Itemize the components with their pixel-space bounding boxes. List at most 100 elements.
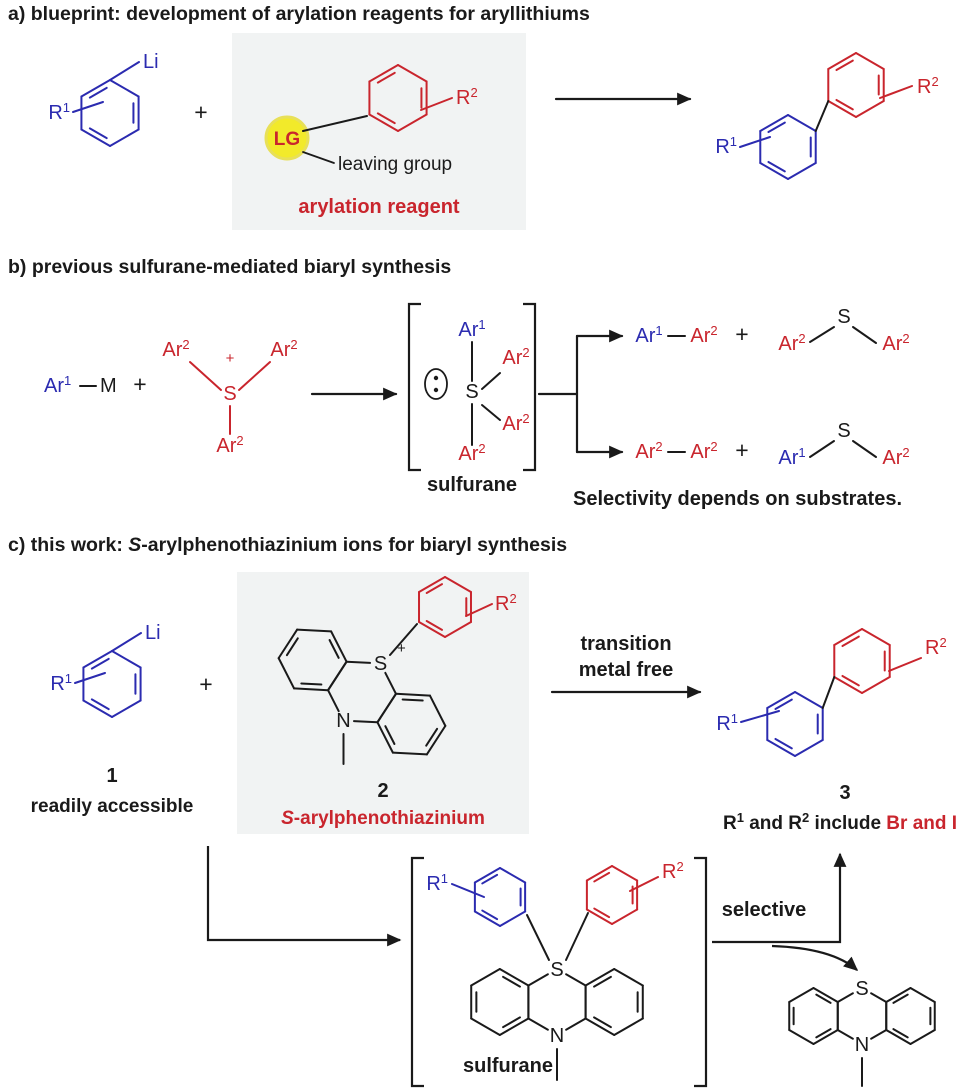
ar1-label: Ar1 bbox=[778, 445, 805, 469]
plus-sign: + bbox=[133, 371, 146, 397]
bond bbox=[852, 326, 877, 344]
sulfur-label: S bbox=[855, 978, 868, 1000]
section-c-title: c) this work: S-arylphenothiazinium ions… bbox=[8, 534, 567, 556]
ar2-label: Ar2 bbox=[502, 345, 529, 369]
phenothiazinium-right-benzo-ring bbox=[376, 692, 447, 756]
sulfurane-red-aryl-ring bbox=[585, 865, 639, 925]
bond bbox=[481, 404, 501, 421]
lg-pointer-line bbox=[302, 151, 335, 164]
compound-2-box bbox=[237, 572, 529, 834]
ar2-label: Ar2 bbox=[690, 323, 717, 347]
nitrogen-label: N bbox=[550, 1025, 564, 1047]
product-red-ring bbox=[827, 52, 885, 118]
compound-2-number: 2 bbox=[377, 780, 388, 802]
sulfurane-right-benzo-ring bbox=[584, 968, 644, 1036]
leaving-group-text: leaving group bbox=[338, 154, 452, 175]
li-bond bbox=[111, 632, 142, 652]
r1-bond bbox=[451, 883, 485, 898]
product-r1-bond bbox=[740, 710, 780, 723]
compound-1-caption: readily accessible bbox=[31, 796, 194, 817]
ar2-label: Ar2 bbox=[458, 441, 485, 465]
byproduct-central-ring bbox=[836, 992, 888, 1040]
li-label: Li bbox=[145, 622, 161, 644]
product-r1-label: R1 bbox=[716, 711, 738, 735]
r2-bond bbox=[420, 97, 453, 111]
right-bracket bbox=[694, 856, 708, 1088]
s-aryl-red-ring bbox=[418, 576, 472, 638]
li-label: Li bbox=[143, 51, 159, 73]
lg-ring-bond bbox=[302, 115, 368, 132]
arrow-condition-line1: transition bbox=[580, 633, 671, 655]
leaving-group-circle bbox=[264, 115, 310, 161]
ar2-label: Ar2 bbox=[502, 411, 529, 435]
bond bbox=[238, 361, 271, 391]
aryllithium-ring bbox=[80, 79, 140, 147]
biaryl-bond bbox=[821, 676, 836, 709]
selective-arrow bbox=[712, 852, 847, 944]
ar2-label: Ar2 bbox=[882, 445, 909, 469]
arylation-reagent-caption: arylation reagent bbox=[298, 196, 460, 218]
r2-label: R2 bbox=[456, 85, 478, 109]
compound-2-caption: S-arylphenothiazinium bbox=[281, 808, 485, 829]
product-r2-label: R2 bbox=[925, 635, 947, 659]
r1-bond bbox=[74, 672, 106, 684]
sulfurane-blue-aryl-ring bbox=[473, 867, 527, 927]
plus-sign: + bbox=[199, 671, 212, 697]
s-aryl-bond bbox=[526, 914, 550, 961]
bond bbox=[189, 361, 222, 391]
sulfurane-caption: sulfurane bbox=[463, 1055, 553, 1077]
r2-bond bbox=[465, 603, 493, 617]
ar2-label: Ar2 bbox=[635, 439, 662, 463]
nitrogen-label: N bbox=[336, 710, 350, 732]
r1-bond bbox=[72, 101, 104, 113]
bond bbox=[481, 372, 501, 390]
selectivity-note: Selectivity depends on substrates. bbox=[573, 488, 902, 510]
compound-1-number: 1 bbox=[106, 765, 117, 787]
product-r2-bond bbox=[888, 657, 922, 672]
sulfur-label: S bbox=[837, 306, 850, 328]
ar2-label: Ar2 bbox=[882, 331, 909, 355]
section-b-title: b) previous sulfurane-mediated biaryl sy… bbox=[8, 256, 451, 278]
lone-pair-dot bbox=[433, 387, 439, 393]
nitrogen-label: N bbox=[855, 1034, 869, 1056]
selective-label: selective bbox=[722, 899, 807, 921]
left-bracket bbox=[410, 856, 424, 1088]
product-r1-label: R1 bbox=[715, 134, 737, 158]
ar2-label: Ar2 bbox=[216, 433, 243, 457]
plus-sign: + bbox=[194, 99, 207, 125]
plus-sign: + bbox=[735, 437, 748, 463]
ar1-label: Ar1 bbox=[458, 317, 485, 341]
ar1-label: Ar1 bbox=[635, 323, 662, 347]
sulfurane-caption: sulfurane bbox=[427, 474, 517, 496]
product-blue-ring bbox=[766, 691, 824, 757]
sulfur-label: S bbox=[550, 959, 563, 981]
bond bbox=[809, 326, 835, 343]
phenothiazinium-central-ring bbox=[327, 660, 397, 724]
ar2-label: Ar2 bbox=[690, 439, 717, 463]
bent-arrow bbox=[206, 846, 402, 947]
sulfur-label: S bbox=[837, 420, 850, 442]
sulfurane-left-benzo-ring bbox=[470, 968, 530, 1036]
r1-label: R1 bbox=[48, 100, 70, 124]
lone-pair-dot bbox=[433, 375, 439, 381]
lone-pair-ellipse bbox=[424, 368, 448, 400]
section-c: c) this work: S-arylphenothiazinium ions… bbox=[8, 534, 957, 1088]
li-bond bbox=[109, 61, 140, 81]
sulfonium-charge: + bbox=[397, 640, 406, 657]
aryllithium-ring bbox=[82, 650, 142, 718]
bond bbox=[852, 440, 877, 458]
r2-label: R2 bbox=[495, 591, 517, 615]
sulfonium-charge: + bbox=[226, 350, 235, 367]
sulfur-label: S bbox=[374, 653, 387, 675]
bond bbox=[809, 440, 835, 458]
ar2-label: Ar2 bbox=[270, 337, 297, 361]
reagent-aryl-ring bbox=[368, 64, 428, 132]
product-blue-ring bbox=[759, 114, 817, 180]
r2-bond bbox=[629, 876, 659, 892]
byproduct-left-benzo-ring bbox=[788, 987, 839, 1045]
product-r1-bond bbox=[739, 136, 771, 148]
section-a: a) blueprint: development of arylation r… bbox=[8, 3, 939, 230]
ar2-label: Ar2 bbox=[162, 337, 189, 361]
